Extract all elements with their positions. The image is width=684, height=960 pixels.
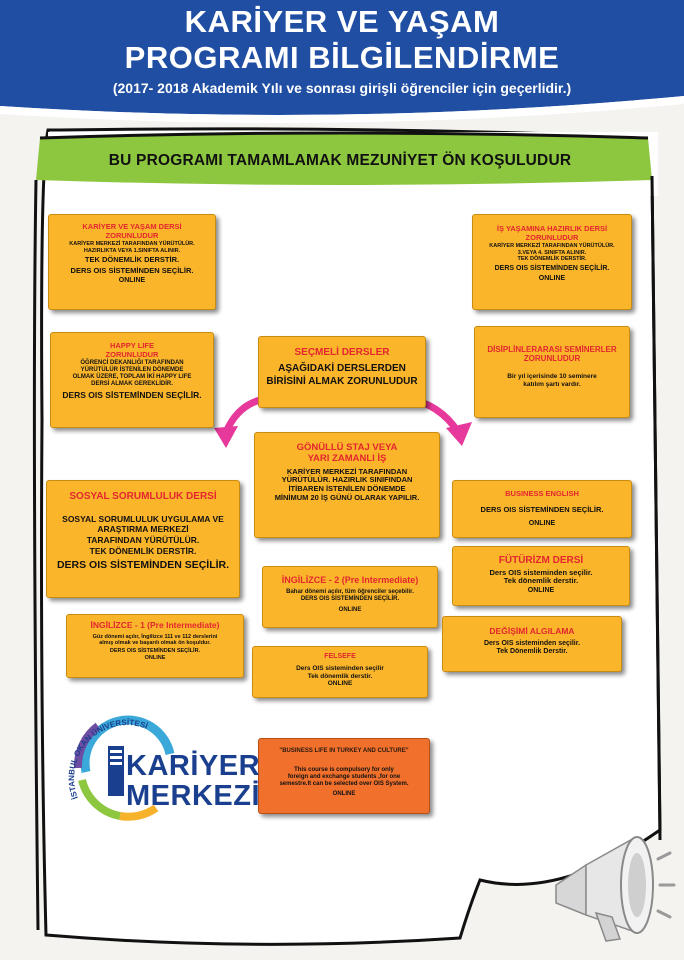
kariyer-line4: DERS OIS SİSTEMİNDEN SEÇİLİR. [70,265,194,275]
box-business-life-in-turkey: "BUSINESS LIFE IN TURKEY AND CULTURE" Th… [258,738,430,814]
box-sosyal-sorumluluk: SOSYAL SORUMLULUK DERSİ SOSYAL SORUMLULU… [46,480,240,598]
secmeli-title: SEÇMELİ DERSLER [294,347,390,358]
kariyer-title1: KARİYER VE YAŞAM DERSİ [82,222,182,231]
disiplin-title2: ZORUNLUDUR [523,354,581,364]
disiplin-title1: DİSİPLİNLERARASI SEMİNERLER [487,345,617,354]
degisim-line1: Ders OIS sisteminden seçilir. [483,639,581,647]
is-yasam-line4: DERS OIS SİSTEMİNDEN SEÇİLİR. [494,265,610,273]
sosyal-line3: TARAFINDAN YÜRÜTÜLÜR. [86,535,200,546]
blt-line2: foreign and exchange students ,for one [287,773,401,780]
box-futurizm: FÜTÜRİZM DERSİ Ders OIS sisteminden seçi… [452,546,630,606]
is-yasam-line1: KARİYER MERKEZİ TARAFINDAN YÜRÜTÜLÜR. [489,243,615,250]
sosyal-line4: TEK DÖNEMLİK DERSTİR. [89,545,197,556]
box-degisimi-algilama: DEĞİŞİMİ ALGILAMA Ders OIS sisteminden s… [442,616,622,672]
kariyer-line2: HAZIRLIKTA VEYA 1.SINIFTA ALINIR. [83,247,181,254]
secmeli-line2: AŞAĞIDAKİ DERSLERDEN [278,362,406,374]
is-yasam-title2: ZORUNLUDUR [525,232,579,242]
logo-line2: MERKEZİ [126,780,260,812]
ing1-line1: Güz dönemi açılır, İngilizce 111 ve 112 … [92,633,218,640]
ing2-line2: DERS OIS SİSTEMİNDEN SEÇİLİR. [300,596,400,603]
ing1-title: İNGİLİZCE - 1 (Pre Intermediate) [90,620,220,630]
is-yasam-line3: TEK DÖNEMLİK DERSTİR. [517,255,587,262]
okan-kariyer-logo-icon: İSTANBUL OKAN ÜNİVERSİTESİ [67,715,175,821]
ing2-line3: ONLINE [338,607,362,614]
futurizm-line2: Tek dönemlik derstir. [503,576,579,586]
happy-title2: ZORUNLUDUR [105,349,159,359]
box-ingilizce-2: İNGİLİZCE - 2 (Pre Intermediate) Bahar d… [262,566,438,628]
header-background [0,0,684,123]
felsefe-line1: Ders OIS sisteminden seçilir [296,665,384,673]
staj-line3: İTİBAREN İSTENİLEN DÖNEMDE [288,484,406,494]
happy-line4: DERSİ ALMAK GEREKLİDİR. [91,380,173,387]
blt-line3: semestre.It can be selected over OIS Sys… [279,780,409,787]
staj-line2: YÜRÜTÜLÜR. HAZIRLIK SINIFINDAN [281,475,413,485]
staj-title2: YARI ZAMANLI İŞ [307,452,387,464]
business-title: BUSINESS ENGLISH [505,489,579,498]
ing2-line1: Bahar dönemi açılır, tüm öğrenciler seçe… [286,589,414,596]
box-ingilizce-1: İNGİLİZCE - 1 (Pre Intermediate) Güz dön… [66,614,244,678]
banner-green [36,133,652,185]
box-secmeli-dersler: SEÇMELİ DERSLER AŞAĞIDAKİ DERSLERDEN BİR… [258,336,426,408]
sosyal-line2: ARAŞTIRMA MERKEZİ [97,524,189,535]
degisim-line2: Tek Dönemlik Derstir. [496,647,568,655]
felsefe-title: FELSEFE [324,653,356,660]
happy-title1: HAPPY LIFE [109,341,155,350]
banner-text: BU PROGRAMI TAMAMLAMAK MEZUNİYET ÖN KOŞU… [108,152,572,169]
staj-line1: KARİYER MERKEZİ TARAFINDAN [286,466,408,476]
is-yasam-line5: ONLINE [538,275,566,283]
box-is-yasamina-hazirlik: İŞ YAŞAMINA HAZIRLIK DERSİ ZORUNLUDUR KA… [472,214,632,310]
kariyer-line5: ONLINE [118,277,146,285]
logo-line1: KARİYER [126,750,261,782]
disiplin-line1: Bir yıl içerisinde 10 seminere [507,373,597,381]
header: KARİYER VE YAŞAM PROGRAMI BİLGİLENDİRME … [0,0,684,132]
disiplin-line2: katılım şartı vardır. [523,380,581,388]
box-business-english: BUSINESS ENGLISH DERS OIS SİSTEMİNDEN SE… [452,480,632,538]
happy-line1: ÖĞRENCİ DEKANLIĞI TARAFINDAN [80,360,184,367]
happy-line3: OLMAK ÜZERE, TOPLAM İKİ HAPPY LIFE [72,374,192,381]
box-kariyer-ve-yasam: KARİYER VE YAŞAM DERSİ ZORUNLUDUR KARİYE… [48,214,216,310]
futurizm-title: FÜTÜRİZM DERSİ [498,555,584,566]
blt-line1: This course is compulsory for only [294,766,394,773]
is-yasam-title1: İŞ YAŞAMINA HAZIRLIK DERSİ [496,224,608,233]
staj-title1: GÖNÜLLÜ STAJ VEYA [296,442,398,453]
page-subtitle: (2017- 2018 Akademik Yılı ve sonrası gir… [112,80,572,96]
staj-line4: MİNİMUM 20 İŞ GÜNÜ OLARAK YAPILIR. [274,492,420,502]
felsefe-line3: ONLINE [327,679,353,687]
box-happy-life: HAPPY LIFE ZORUNLUDUR ÖĞRENCİ DEKANLIĞI … [50,332,214,428]
blt-title: "BUSINESS LIFE IN TURKEY AND CULTURE" [279,748,409,754]
degisim-title: DEĞİŞİMİ ALGILAMA [489,626,575,636]
futurizm-line3: ONLINE [527,586,555,594]
blt-line4: ONLINE [332,790,356,797]
business-line2: ONLINE [528,520,556,528]
kariyer-line3: TEK DÖNEMLİK DERSTİR. [84,254,180,264]
kariyer-title2: ZORUNLUDUR [105,230,159,240]
page-title-line2: PROGRAMI BİLGİLENDİRME [124,40,560,75]
ing1-line4: ONLINE [144,654,166,661]
secmeli-line3: BİRİSİNİ ALMAK ZORUNLUDUR [266,376,418,387]
ing1-line2: almış olmak ve başarılı olmak ön koşuldu… [99,640,211,647]
box-gonullu-staj: GÖNÜLLÜ STAJ VEYA YARI ZAMANLI İŞ KARİYE… [254,432,440,538]
box-felsefe: FELSEFE Ders OIS sisteminden seçilir Tek… [252,646,428,698]
ing2-title: İNGİLİZCE - 2 (Pre Intermediate) [281,575,419,585]
megaphone-icon [555,835,676,942]
felsefe-line2: Tek dönemlik derstir. [307,672,373,680]
sosyal-line1: SOSYAL SORUMLULUK UYGULAMA VE [62,513,224,524]
page-title-line1: KARİYER VE YAŞAM [184,4,500,39]
happy-line5: DERS OIS SİSTEMİNDEN SEÇİLİR. [62,389,202,400]
kariyer-line1: KARİYER MERKEZİ TARAFINDAN YÜRÜTÜLÜR. [69,241,195,248]
sosyal-line5: DERS OIS SİSTEMİNDEN SEÇİLİR. [56,558,230,571]
sosyal-title: SOSYAL SORUMLULUK DERSİ [69,491,217,502]
box-disiplinlerarasi: DİSİPLİNLERARASI SEMİNERLER ZORUNLUDUR B… [474,326,630,418]
happy-line2: YÜRÜTÜLÜR İSTENİLEN DÖNEMDE [80,367,184,374]
futurizm-line1: Ders OIS sisteminden seçilir. [489,567,593,577]
ing1-line3: DERS OIS SİSTEMİNDEN SEÇİLİR. [109,648,201,655]
business-line1: DERS OIS SİSTEMİNDEN SEÇİLİR. [480,504,604,514]
is-yasam-line2: 3.VEYA 4. SINIFTA ALINIR. [517,249,587,256]
